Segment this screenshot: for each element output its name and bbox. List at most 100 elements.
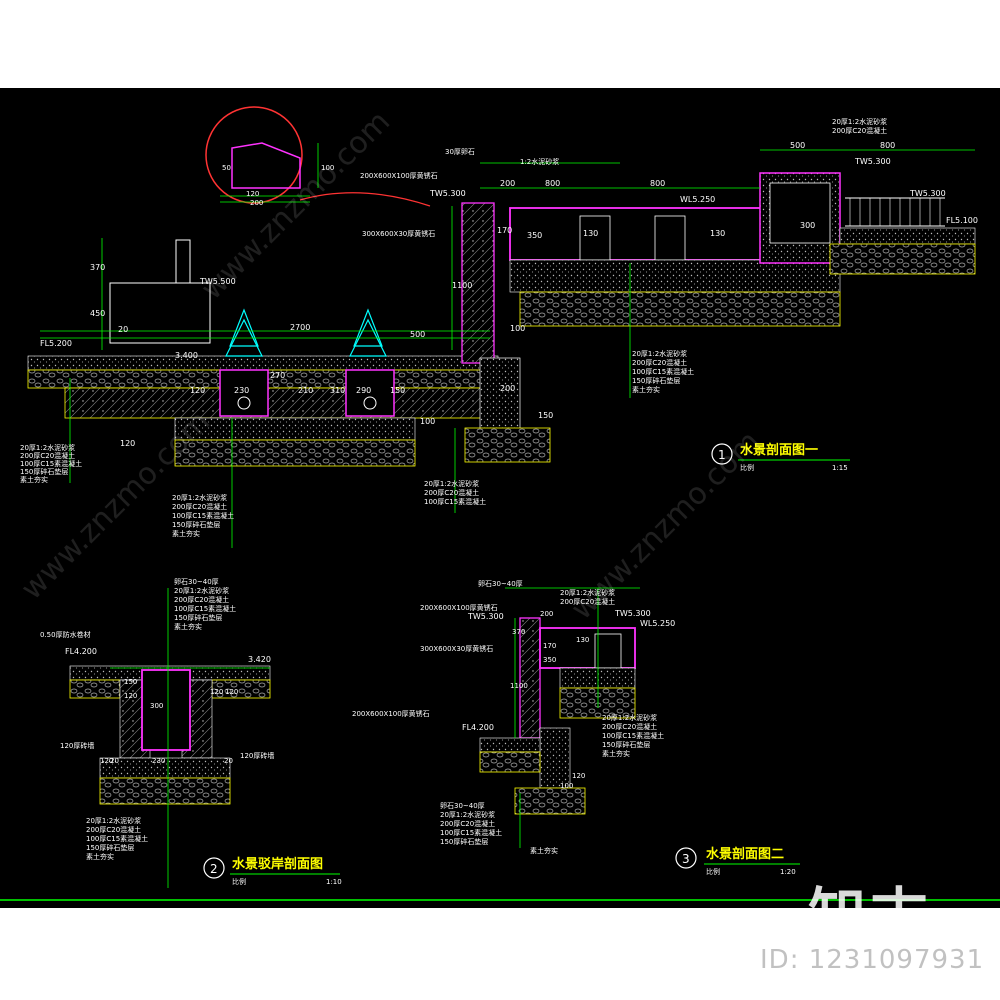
s1-dim-23: 200 [500,384,515,393]
s1-dim-4: 800 [650,179,665,188]
s3-elev-1: TW5.300 [614,609,651,618]
s1-note-11: 200厚C20混凝土 [632,358,687,367]
detail-dim-1: 200 [250,199,263,207]
s1-elev-4: FL5.100 [946,216,978,225]
s3-note-2: 200厚C20混凝土 [560,597,615,606]
s3-dim-6: 100 [560,782,573,790]
s2-number: 2 [210,862,218,876]
s1-dim-17: 230 [234,386,249,395]
s2-dim-7: 20 [224,757,233,765]
s3-note-4: 300X600X30厚黄锈石 [420,644,493,653]
s3-scale-label: 比例 [706,867,720,876]
s3-note-16: 素土夯实 [530,846,558,855]
s1-dim-10: 370 [90,263,105,272]
s1-note-13: 150厚碎石垫层 [632,376,680,385]
s1-note-12: 100厚C15素混凝土 [632,367,694,376]
s3-title: 水景剖面图二 [706,846,784,862]
s3-note-6: 20厚1:2水泥砂浆 [602,713,657,722]
s3-note-0: 卵石30~40厚 [478,579,523,588]
s2-note-12: 150厚碎石垫层 [86,843,134,852]
s1-elev-7: WL5.250 [680,195,715,204]
detail-dim-2: 100 [321,164,334,172]
s2-scale-value: 1:10 [326,878,342,886]
s3-elev-0: TW5.300 [467,612,504,621]
s1-dim-11: 450 [90,309,105,318]
s1-note-5: 20厚1:2水泥砂浆 [172,493,227,502]
s2-dim-0: 150 [124,678,137,686]
s2-note-11: 100厚C15素混凝土 [86,834,148,843]
s2-note-10: 200厚C20混凝土 [86,825,141,834]
s3-number: 3 [682,852,690,866]
s3-dim-0: 200 [540,610,553,618]
s1-elev-2: TW5.300 [854,157,891,166]
s2-note-3: 100厚C15素混凝土 [174,604,236,613]
s1-dim-27: 20 [118,325,128,334]
s2-note-4: 150厚碎石垫层 [174,613,222,622]
watermark-id: ID: 1231097931 [760,945,985,975]
detail-callout: 120 200 100 50 [205,106,431,207]
s3-elev-3: FL4.200 [462,723,494,732]
s2-dim-3: 120 [225,688,238,696]
s1-number: 1 [718,448,726,462]
s1-dim-5: 130 [583,229,598,238]
s3-note-5: 200X600X100厚黄锈石 [352,709,430,718]
detail-dim-0: 120 [246,190,259,198]
s2-note-9: 20厚1:2水泥砂浆 [86,816,141,825]
s1-dim-8: 2700 [290,323,310,332]
detail-circle [205,106,303,204]
s1-dim-14: 350 [527,231,542,240]
s1-dim-19: 270 [270,371,285,380]
s2-note-5: 素土夯实 [174,622,202,631]
section-1-drawing: TW5.300 TW5.500 TW5.300 TW5.300 FL5.100 … [20,117,978,548]
s1-note-9: 素土夯实 [172,529,200,538]
s1-dim-2: 800 [880,141,895,150]
s1-elev-1: TW5.500 [199,277,236,286]
s1-note-20: 200X600X100厚黄锈石 [360,171,438,180]
s3-elev-2: WL5.250 [640,619,675,628]
s2-dim-6: 230 [152,757,165,765]
s1-note-0: 20厚1:2水泥砂浆 [20,443,75,452]
s1-dim-18: 210 [298,386,313,395]
watermark-logo: 知末 [808,881,933,949]
s1-scale-value: 1:15 [832,464,848,472]
s1-dim-16: 120 [190,386,205,395]
s1-note-2: 100厚C15素混凝土 [20,459,82,468]
s1-note-16: 200厚C20混凝土 [424,488,479,497]
railing-icon [845,197,945,227]
s3-note-3: 200X600X100厚黄锈石 [420,603,498,612]
s1-note-19: 1:2水泥砂浆 [520,157,559,166]
s1-note-4: 素土夯实 [20,475,48,484]
s3-note-15: 150厚碎石垫层 [440,837,488,846]
s2-dim-5: 20 [110,757,119,765]
s2-elev-1: 3.420 [248,655,271,664]
detail-coping [231,142,301,189]
s1-dim-3: 500 [790,141,805,150]
s1-note-3: 150厚碎石垫层 [20,467,68,476]
s1-note-22: 20厚1:2水泥砂浆 [832,117,887,126]
s3-note-12: 20厚1:2水泥砂浆 [440,810,495,819]
s1-dim-22: 150 [390,386,405,395]
s1-note-17: 100厚C15素混凝土 [424,497,486,506]
s2-title: 水景驳岸剖面图 [232,856,323,872]
s1-dim-21: 290 [356,386,371,395]
s3-dim-7: 120 [572,772,585,780]
s2-dim-2: 120 [210,688,223,696]
s3-dim-2: 370 [512,628,525,636]
s2-note-7: 120厚砖墙 [60,741,94,750]
s2-dim-4: 120 [100,757,113,765]
s1-dim-13: 170 [497,226,512,235]
s3-scale-value: 1:20 [780,868,796,876]
s2-note-1: 20厚1:2水泥砂浆 [174,586,229,595]
detail-leader [299,192,431,207]
s1-dim-25: 150 [538,411,553,420]
s3-dim-3: 1100 [510,682,528,690]
s3-note-10: 素土夯实 [602,749,630,758]
s1-note-8: 150厚碎石垫层 [172,520,220,529]
s1-scale-label: 比例 [740,463,754,472]
s3-note-7: 200厚C20混凝土 [602,722,657,731]
cad-drawing-area: 120 200 100 50 [0,88,1000,908]
s2-scale-label: 比例 [232,877,246,886]
section-2-drawing: FL4.200 3.420 150 120 120 120 120 20 230… [40,577,342,888]
s1-dim-20: 310 [330,386,345,395]
s3-dim-5: 350 [543,656,556,664]
